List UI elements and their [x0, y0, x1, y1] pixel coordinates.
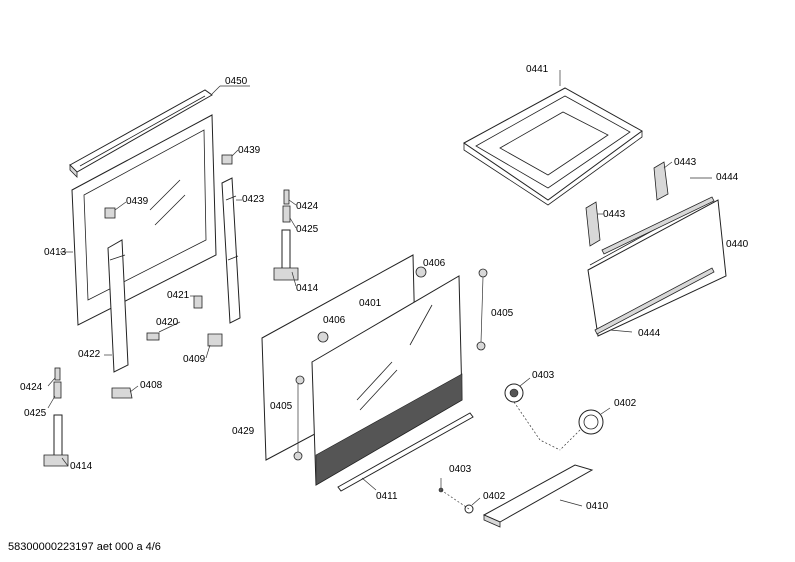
- part-0441-baking-tray: [463, 87, 643, 206]
- part-0439-bracket: [221, 154, 233, 165]
- label-0411: 0411: [376, 491, 398, 502]
- document-id-footer: 58300000223197 aet 000 a 4/6: [8, 541, 161, 553]
- part-0413-inner-frame: [71, 114, 217, 326]
- label-0429: 0429: [232, 426, 255, 437]
- part-0406-bumper-b: [415, 266, 427, 278]
- label-0409: 0409: [183, 354, 206, 365]
- part-0421-clip: [193, 295, 203, 309]
- label-0423: 0423: [242, 194, 265, 205]
- label-0402-cap: 0402: [483, 491, 506, 502]
- label-0405-left: 0405: [270, 401, 293, 412]
- label-0414-right: 0414: [296, 283, 319, 294]
- part-0422-left-rail: [107, 239, 129, 373]
- label-0420: 0420: [156, 317, 179, 328]
- label-0402-knob: 0402: [614, 398, 637, 409]
- label-0450: 0450: [225, 76, 248, 87]
- label-0408: 0408: [140, 380, 163, 391]
- part-0405-bushing-a: [293, 375, 305, 461]
- label-0405-right: 0405: [491, 308, 514, 319]
- part-0443-bracket-left: [585, 201, 601, 247]
- label-0444-top: 0444: [716, 172, 739, 183]
- label-0424-right: 0424: [296, 201, 319, 212]
- part-0406-bumper-a: [317, 331, 329, 343]
- label-0410: 0410: [586, 501, 609, 512]
- label-0425-left: 0425: [24, 408, 47, 419]
- part-0405-bushing-b: [476, 268, 488, 351]
- label-0401: 0401: [359, 298, 382, 309]
- part-0425-spring-right: [282, 205, 291, 223]
- label-0406-top: 0406: [423, 258, 446, 269]
- label-0406-left: 0406: [323, 315, 346, 326]
- label-0439-bracket: 0439: [238, 145, 261, 156]
- part-0408-clip: [111, 387, 133, 399]
- part-0420-clip: [146, 332, 160, 341]
- label-0403-knob: 0403: [532, 370, 555, 381]
- label-0441: 0441: [526, 64, 549, 75]
- label-0414-left: 0414: [70, 461, 93, 472]
- part-0443-bracket-right: [653, 161, 669, 201]
- part-0409-clip: [207, 333, 223, 347]
- part-0402-knob: [578, 409, 604, 435]
- part-0424-pin-left: [54, 367, 61, 381]
- part-0444-rail-top: [601, 196, 715, 255]
- part-0401-outer-door: [311, 275, 463, 486]
- part-0439-hinge-inner: [104, 207, 116, 219]
- label-0443-left: 0443: [603, 209, 626, 220]
- part-0450-top-trim: [69, 89, 213, 178]
- part-0403-knob-cap: [504, 383, 524, 403]
- part-0424-pin-right: [283, 189, 290, 205]
- part-0410-handle: [482, 464, 594, 528]
- part-0423-right-rail: [221, 177, 241, 324]
- part-0444-rail-bottom: [594, 267, 715, 335]
- label-0424-left: 0424: [20, 382, 43, 393]
- part-0414-hinge-right: [273, 229, 299, 281]
- part-0425-spring-left: [53, 381, 62, 399]
- label-0440: 0440: [726, 239, 749, 250]
- callout-labels: 0450 0441 0439 0439 0423 0424 0425 0414 …: [20, 64, 749, 512]
- part-0411-strip: [337, 412, 474, 492]
- label-0425-right: 0425: [296, 224, 319, 235]
- label-0422: 0422: [78, 349, 101, 360]
- label-0439-hinge: 0439: [126, 196, 149, 207]
- label-0403-pin: 0403: [449, 464, 472, 475]
- label-0443-right: 0443: [674, 157, 697, 168]
- part-0414-hinge-left: [43, 414, 69, 467]
- label-0421: 0421: [167, 290, 190, 301]
- label-0444-bottom: 0444: [638, 328, 661, 339]
- label-0413: 0413: [44, 247, 67, 258]
